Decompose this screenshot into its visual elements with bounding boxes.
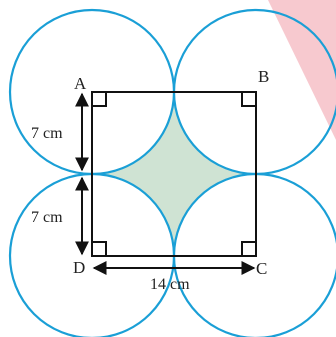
vertex-label-b: B <box>258 67 269 86</box>
shaded-region <box>92 92 256 256</box>
right-angle-a <box>92 92 107 107</box>
dimension-label-bottom: 14 cm <box>150 276 190 293</box>
corner-tint <box>268 0 336 140</box>
vertex-label-a: A <box>74 74 87 93</box>
vertex-label-c: C <box>256 259 267 278</box>
right-angle-d <box>92 241 107 256</box>
dimension-label-left-lower: 7 cm <box>31 209 63 226</box>
square-abcd <box>91 91 257 257</box>
right-angle-b <box>241 92 256 107</box>
right-angle-c <box>241 241 256 256</box>
dimension-label-left-upper: 7 cm <box>31 125 63 142</box>
vertex-label-d: D <box>73 258 85 277</box>
